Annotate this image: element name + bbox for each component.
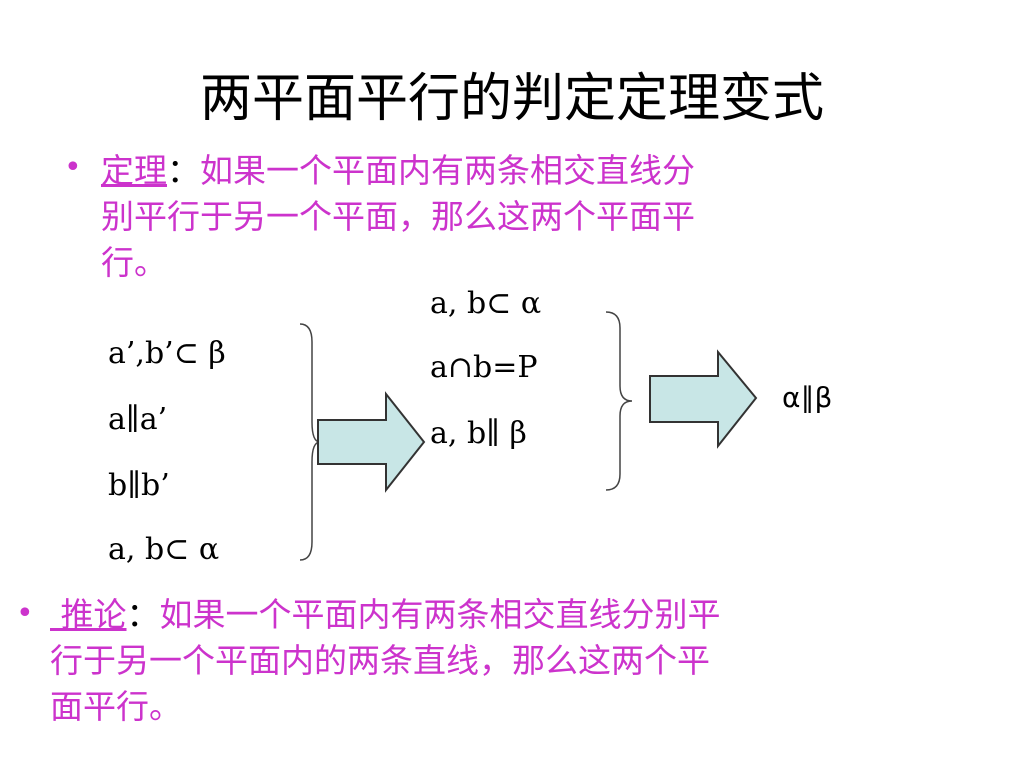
implies-arrow-2	[649, 349, 758, 449]
middle-condition-3: a, b∥ β	[430, 416, 527, 451]
theorem-text-line-1: 如果一个平面内有两条相交直线分	[200, 151, 695, 190]
slide-title: 两平面平行的判定定理变式	[199, 69, 824, 129]
corollary-line-1: 推论：如果一个平面内有两条相交直线分别平	[50, 592, 1010, 638]
corollary-line-2: 行于另一个平面内的两条直线，那么这两个平	[50, 641, 710, 680]
theorem-line-3: 行。	[101, 243, 167, 282]
implies-arrow-1	[317, 391, 426, 493]
theorem-term: 定理	[101, 151, 167, 190]
left-condition-2: a∥a’	[108, 402, 168, 437]
left-condition-3: b∥b’	[108, 468, 170, 503]
left-condition-4: a, b⊂ α	[108, 532, 220, 567]
corollary-bullet: •	[16, 596, 34, 631]
middle-condition-2: a∩b=P	[430, 350, 538, 385]
theorem-colon: ：	[167, 151, 200, 190]
middle-brace	[605, 311, 633, 491]
theorem-paragraph: 定理：如果一个平面内有两条相交直线分 别平行于另一个平面，那么这两个平面平 行。	[101, 148, 981, 286]
corollary-colon: ：	[126, 595, 160, 634]
theorem-line-1: 定理：如果一个平面内有两条相交直线分	[101, 148, 981, 194]
corollary-text-line-1: 如果一个平面内有两条相交直线分别平	[159, 595, 721, 634]
corollary-term-text: 推论	[60, 595, 127, 634]
corollary-line-3: 面平行。	[50, 687, 182, 726]
theorem-bullet: •	[64, 150, 82, 185]
left-condition-1: a’,b’⊂ β	[108, 336, 226, 371]
middle-condition-1: a, b⊂ α	[430, 286, 542, 321]
theorem-line-2: 别平行于另一个平面，那么这两个平面平	[101, 197, 695, 236]
conclusion: α∥β	[782, 381, 833, 414]
corollary-paragraph: 推论：如果一个平面内有两条相交直线分别平 行于另一个平面内的两条直线，那么这两个…	[50, 592, 1010, 730]
corollary-term: 推论	[50, 595, 127, 634]
